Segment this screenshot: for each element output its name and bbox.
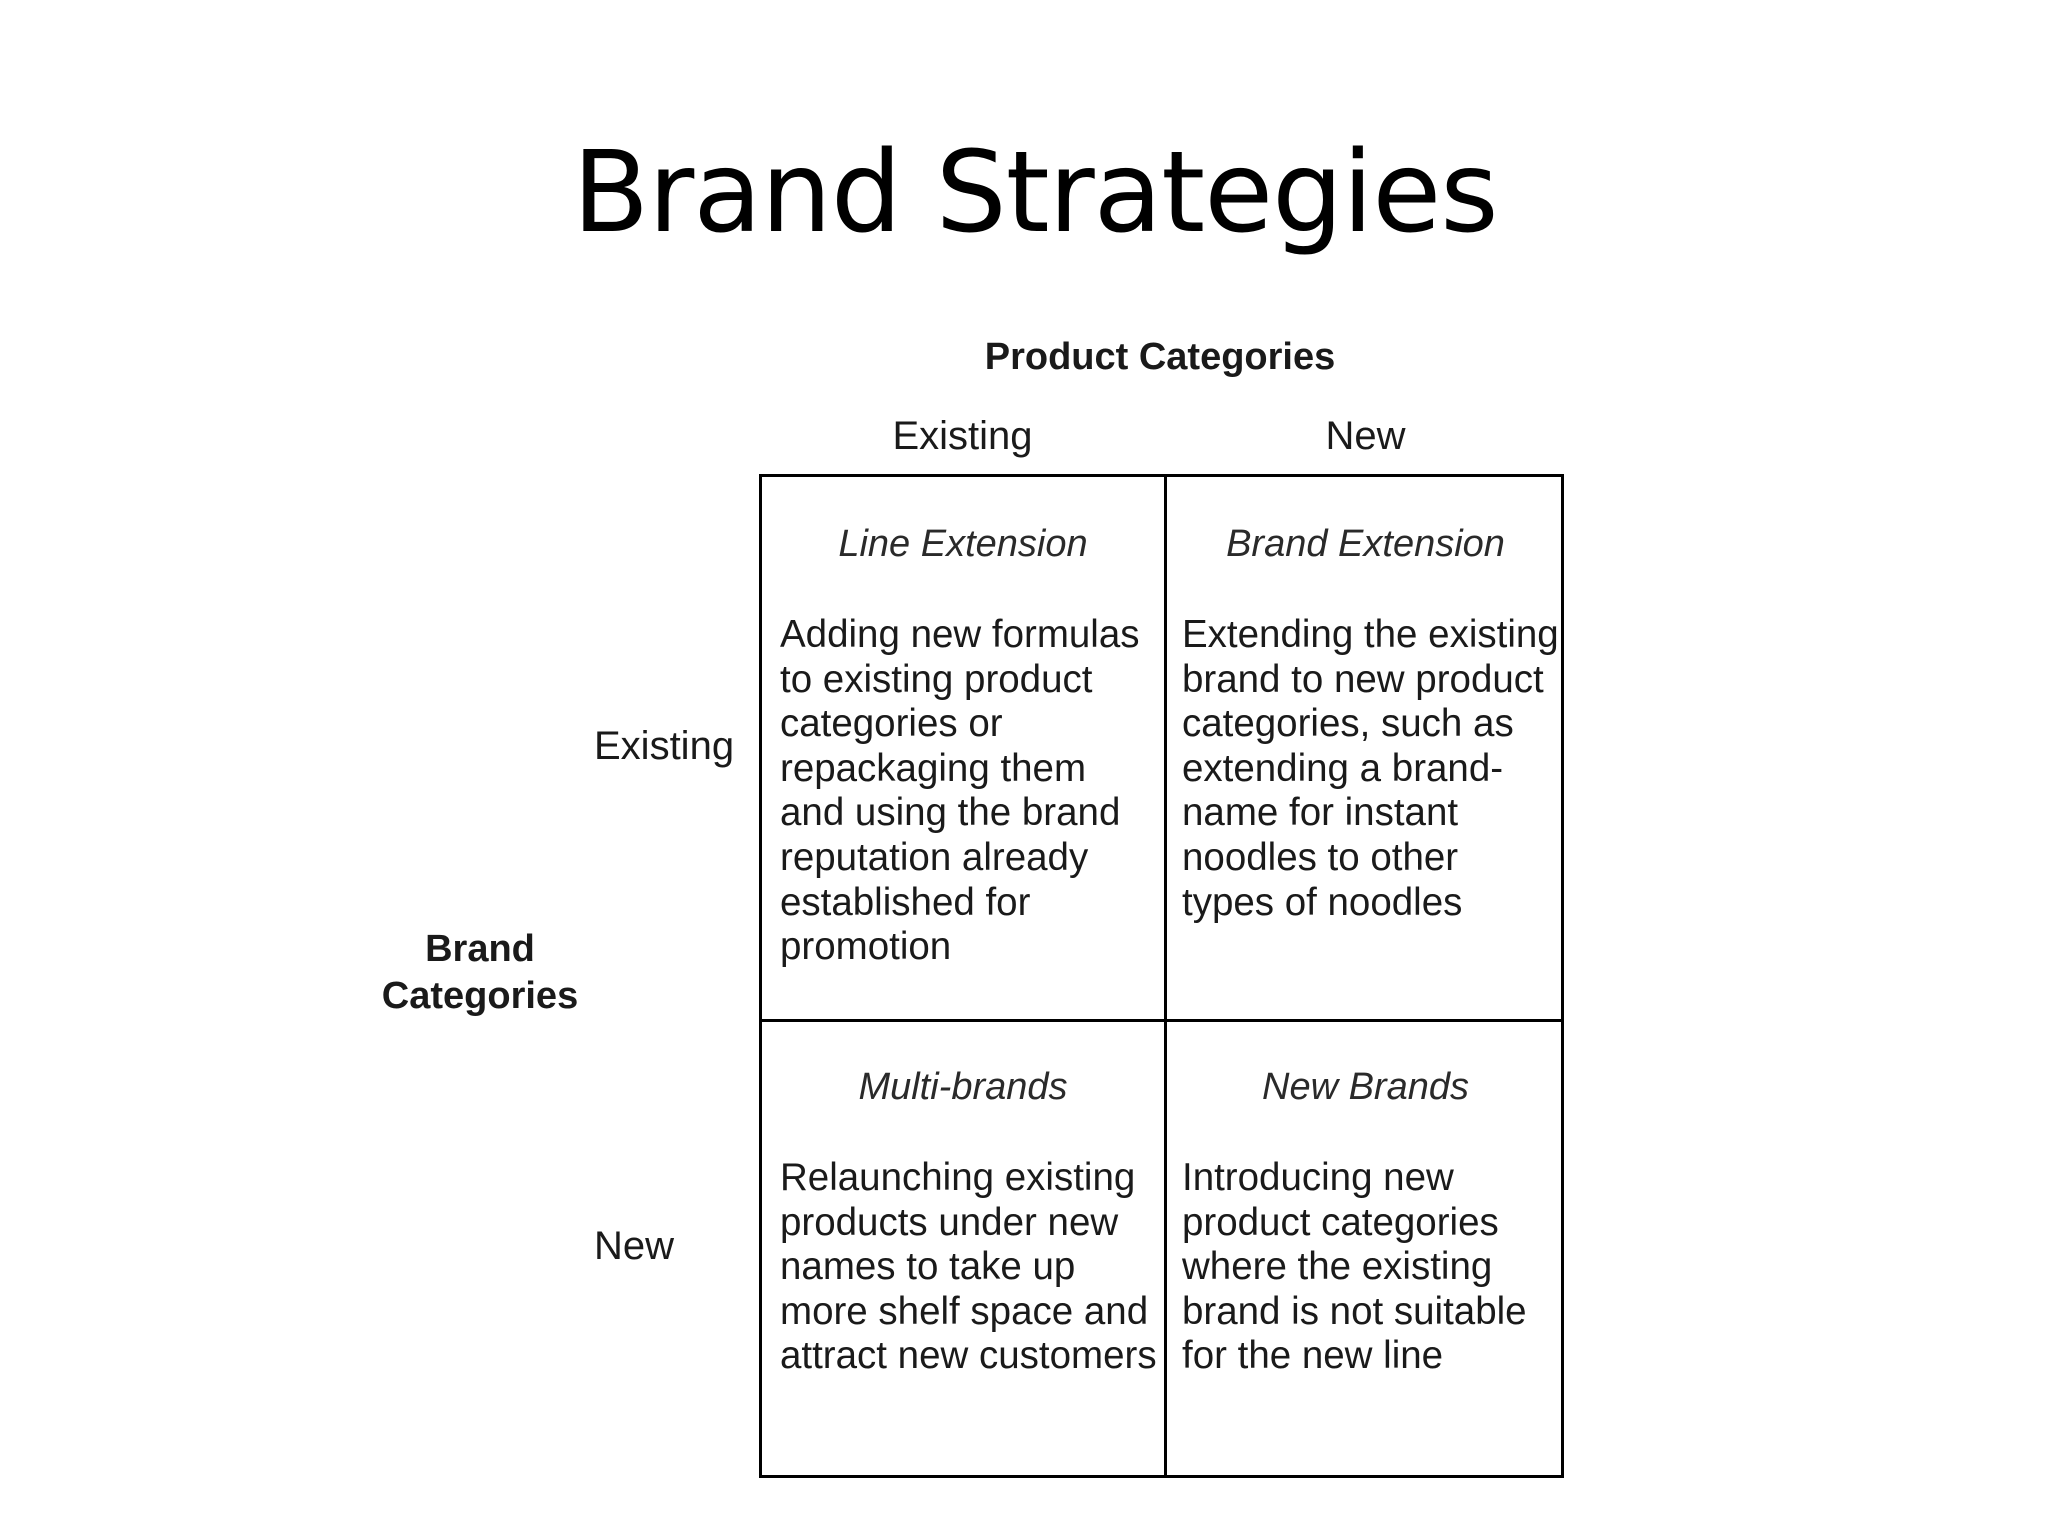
row-header-new: New — [594, 1224, 675, 1268]
cell-title-line-extension: Line Extension — [838, 523, 1088, 565]
cell-brand-extension: Brand Extension Extending the existing b… — [1167, 477, 1564, 1019]
brand-strategy-matrix: Line Extension Adding new formulas to ex… — [759, 474, 1564, 1478]
brand-categories-axis-title: Brand Categories — [375, 926, 585, 1020]
cell-title-brand-extension: Brand Extension — [1226, 523, 1505, 565]
cell-new-brands: New Brands Introducing new product categ… — [1167, 1022, 1564, 1478]
column-header-new: New — [1325, 414, 1406, 458]
row-header-existing: Existing — [594, 724, 735, 768]
brand-categories-line-1: Brand — [425, 928, 535, 970]
cell-description-multi-brands: Relaunching existing products under new … — [780, 1156, 1157, 1378]
matrix-horizontal-divider — [762, 1019, 1561, 1022]
matrix-vertical-divider — [1164, 477, 1167, 1475]
cell-description-line-extension: Adding new formulas to existing product … — [780, 613, 1140, 969]
brand-categories-line-2: Categories — [381, 975, 579, 1017]
cell-title-new-brands: New Brands — [1262, 1066, 1469, 1108]
cell-line-extension: Line Extension Adding new formulas to ex… — [762, 477, 1164, 1019]
cell-description-new-brands: Introducing new product categories where… — [1182, 1156, 1527, 1378]
cell-title-multi-brands: Multi-brands — [858, 1066, 1068, 1108]
column-header-existing: Existing — [892, 414, 1033, 458]
cell-multi-brands: Multi-brands Relaunching existing produc… — [762, 1022, 1164, 1478]
slide-title: Brand Strategies — [572, 128, 1498, 258]
cell-description-brand-extension: Extending the existing brand to new prod… — [1182, 613, 1559, 924]
product-categories-axis-title: Product Categories — [984, 336, 1336, 378]
